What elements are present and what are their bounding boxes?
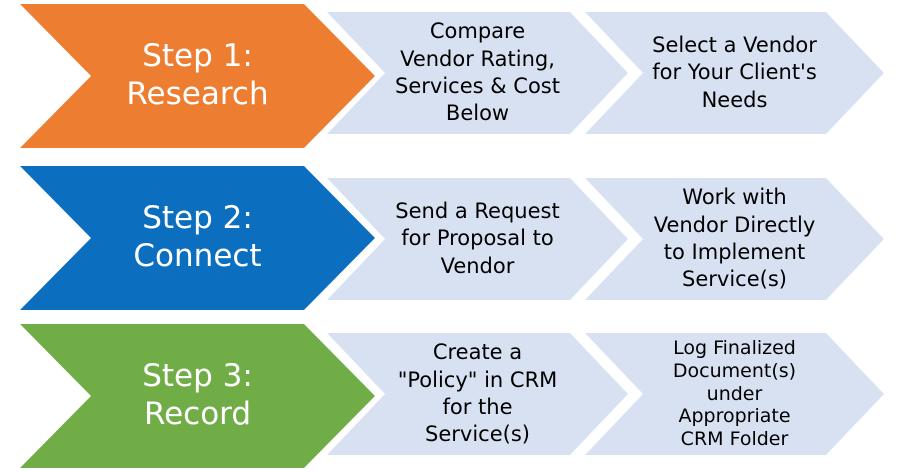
step-3-label: Step 3: Record [142,358,253,432]
task-arrow-record-log: Log Finalized Document(s) under Appropri… [585,333,884,455]
task-arrow-research-select: Select a Vendor for Your Client's Needs [585,12,884,134]
step-2-arrow: Step 2: Connect [20,166,375,310]
task-arrow-research-compare: Compare Vendor Rating, Services & Cost B… [327,12,628,134]
task-label: Compare Vendor Rating, Services & Cost B… [395,19,560,126]
step-1-label: Step 1: Research [126,38,269,112]
step-2-label: Step 2: Connect [133,200,262,274]
task-label: Work with Vendor Directly to Implement S… [653,185,816,292]
step-3-arrow: Step 3: Record [20,324,375,468]
task-arrow-connect-implement: Work with Vendor Directly to Implement S… [585,178,884,300]
task-label: Create a "Policy" in CRM for the Service… [397,340,558,447]
task-label: Select a Vendor for Your Client's Needs [652,33,817,112]
task-label: Log Finalized Document(s) under Appropri… [672,337,797,451]
task-label: Send a Request for Proposal to Vendor [395,199,560,278]
step-1-arrow: Step 1: Research [20,4,375,148]
task-arrow-connect-rfp: Send a Request for Proposal to Vendor [327,178,628,300]
